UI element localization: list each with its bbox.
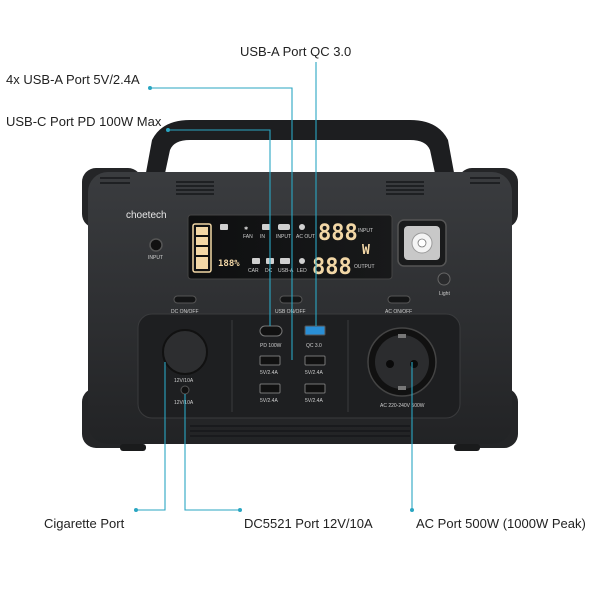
ac-socket-label: AC 220-240V 500W [380,403,425,409]
callout-dc5521: DC5521 Port 12V/10A [244,516,373,531]
input-watts-digits: 888 [318,221,358,246]
brand-logo: choetech [126,210,167,221]
led-light [397,219,447,267]
dc-onoff-label: DC ON/OFF [171,309,199,315]
ac-onoff-button[interactable] [387,295,411,304]
callout-ac: AC Port 500W (1000W Peak) [416,516,586,531]
battery-icon [192,223,212,273]
carry-handle [145,120,455,178]
feet [120,444,480,451]
usb-a-qc-port-label: QC 3.0 [306,343,322,349]
ac-onoff-label: AC ON/OFF [385,309,412,315]
bottom-vents [190,425,410,437]
usb-a-port-2 [304,355,326,366]
callout-lines [134,62,414,512]
cigarette-port-label: 12V/10A [174,378,194,384]
usb-a-qc-port [304,325,326,336]
icon-label-input: INPUT [276,234,291,240]
callout-usb-a-4x: 4x USB-A Port 5V/2.4A [6,72,140,87]
dc-onoff-button[interactable] [173,295,197,304]
callout-usb-c: USB-C Port PD 100W Max [6,114,162,129]
ac-socket [367,327,437,397]
callout-usb-a-qc: USB-A Port QC 3.0 [240,44,352,59]
input-word: INPUT [358,228,373,234]
icon-label-car: CAR [248,268,259,274]
output-watts-digits: 888 [312,255,352,280]
input-port [149,238,163,252]
light-button[interactable] [437,272,451,286]
usb-a-port-1-label: 5V/2.4A [260,370,278,376]
usb-a-port-4-label: 5V/2.4A [305,398,323,404]
battery-percent: 188% [218,259,240,269]
usb-a-port-3-label: 5V/2.4A [260,398,278,404]
icon-label-fan: FAN [243,234,253,240]
usb-a-port-2-label: 5V/2.4A [305,370,323,376]
usb-onoff-label: USB ON/OFF [275,309,306,315]
callout-cigarette: Cigarette Port [44,516,125,531]
input-port-label: INPUT [148,255,163,261]
lcd-display: 188% ✱ FAN IN INPUT AC OUT CAR DC USB-A … [187,214,393,280]
usb-c-port [259,325,283,337]
cigarette-port [162,329,208,375]
icon-label-dc: DC [265,268,273,274]
icon-label-in: IN [260,234,265,240]
icon-label-led: LED [297,268,307,274]
icon-label-usba: USB-A [278,268,294,274]
dc5521-port-label: 12V/10A [174,400,194,406]
usb-a-port-3 [259,383,281,394]
top-vents [100,177,500,195]
usb-c-port-label: PD 100W [260,343,282,349]
usb-onoff-button[interactable] [279,295,303,304]
light-button-label: Light [439,291,450,297]
usb-a-port-4 [304,383,326,394]
usb-a-port-1 [259,355,281,366]
watt-unit: W [362,243,370,258]
dc5521-port [180,385,190,395]
icon-label-acout: AC OUT [296,234,315,240]
svg-text:✱: ✱ [244,226,248,232]
output-word: OUTPUT [354,264,375,270]
